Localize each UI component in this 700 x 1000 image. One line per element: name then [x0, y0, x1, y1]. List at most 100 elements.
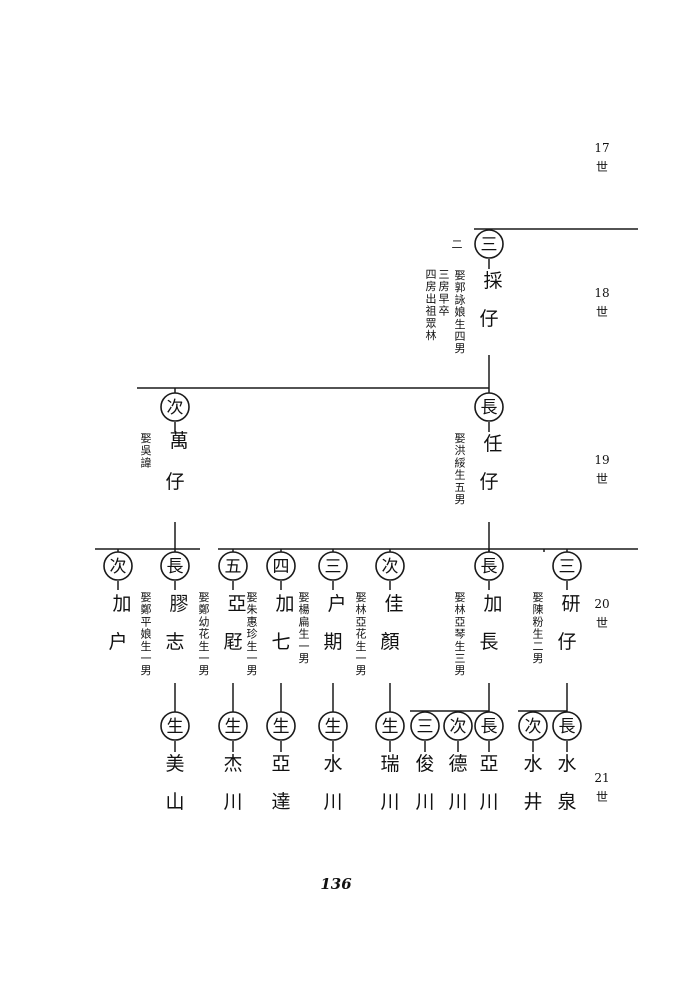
- order-circle: [474, 392, 504, 422]
- person-node: 長加長: [474, 551, 504, 653]
- person-name-char: 仔: [557, 631, 576, 653]
- order-label: 生: [225, 717, 242, 737]
- person-name-char: 屘: [223, 631, 242, 653]
- spouse-note-char: 琴: [455, 628, 466, 641]
- person-name-char: 俊: [415, 753, 434, 775]
- person-name-char: 川: [223, 791, 242, 813]
- generation-label: 17世: [594, 141, 609, 174]
- generation-suffix: 世: [596, 472, 608, 486]
- person-node: 長膠志: [160, 551, 190, 653]
- person-name-char: 仔: [479, 471, 498, 493]
- spouse-note-char: 平: [141, 615, 152, 628]
- person-name-char: 佳: [384, 593, 403, 615]
- order-label: 四: [273, 557, 290, 577]
- spouse-note-char: 綏: [455, 455, 466, 469]
- generation-suffix: 世: [596, 616, 608, 630]
- spouse-note-char: 花: [199, 628, 210, 641]
- spouse-note-char: 花: [356, 628, 367, 641]
- spouse-note-3-char: 林: [426, 328, 437, 342]
- spouse-note-char: 生: [455, 468, 466, 482]
- spouse-note-char: 娶: [247, 591, 258, 604]
- order-label: 三: [481, 235, 498, 255]
- person-name-char: 志: [165, 631, 184, 653]
- person-name-char: 加: [483, 593, 502, 615]
- person-name-char: 亞: [271, 753, 290, 775]
- order-label: 生: [167, 717, 184, 737]
- order-circle: [443, 711, 473, 741]
- spouse-note-3-char: 出: [426, 291, 437, 305]
- spouse-note-char: 生: [141, 639, 152, 653]
- spouse-note-char: 珍: [247, 628, 258, 641]
- spouse-note-char: 生: [356, 639, 367, 653]
- generation-suffix: 世: [596, 160, 608, 174]
- person-name-char: 杰: [223, 753, 242, 775]
- order-circle: [160, 392, 190, 422]
- person-name-char: 達: [271, 791, 290, 813]
- generation-number: 21: [594, 771, 609, 785]
- person-node: 次水井: [518, 711, 548, 813]
- order-circle: [318, 711, 348, 741]
- person-name-char: 山: [165, 791, 184, 813]
- spouse-note-char: 娶: [141, 591, 152, 604]
- person-name-char: 户: [327, 593, 346, 615]
- spouse-note-char: 一: [299, 640, 310, 653]
- person-name-char: 水: [323, 753, 342, 775]
- order-circle: [318, 551, 348, 581]
- generation-number: 20: [594, 597, 609, 611]
- spouse-note-char: 扁: [299, 615, 310, 628]
- spouse-note-2-char: 早: [439, 292, 450, 305]
- person-node: 三户期: [318, 551, 348, 653]
- person-name-char: 萬: [169, 430, 188, 452]
- person-name-char: 研: [561, 593, 580, 615]
- person-node: 長任仔: [474, 392, 504, 493]
- person-name-char: 瑞: [380, 753, 399, 775]
- spouse-note-char: 男: [141, 664, 152, 677]
- order-label: 次: [167, 398, 184, 418]
- spouse-note-char: 粉: [533, 615, 544, 628]
- person-name-char: 仔: [479, 308, 498, 330]
- spouse-note-char: 鄭: [141, 602, 152, 616]
- person-node: 生杰川: [218, 711, 248, 813]
- spouse-note-char: 娶: [299, 591, 310, 604]
- order-label: 三: [559, 557, 576, 577]
- spouse-note-char: 娶: [533, 591, 544, 604]
- person-name-char: 川: [380, 791, 399, 813]
- spouse-note-char: 諱: [141, 455, 152, 469]
- spouse-note-char: 娶: [455, 432, 466, 445]
- order-label: 長: [481, 398, 498, 418]
- spouse-note-char: 生: [199, 639, 210, 653]
- generation-label: 20 世: [594, 597, 609, 630]
- person-node: 三研仔: [552, 551, 582, 653]
- spouse-note-char: 娘: [455, 305, 466, 319]
- spouse-note-char: 五: [455, 481, 466, 494]
- order-circle: [103, 551, 133, 581]
- person-name-char: 水: [523, 753, 542, 775]
- person-name-char: 膠: [169, 593, 188, 615]
- order-label: 次: [382, 557, 399, 577]
- person-node: 五亞屘: [218, 551, 248, 653]
- order-circle: [474, 551, 504, 581]
- order-circle: [266, 551, 296, 581]
- order-label: 生: [273, 717, 290, 737]
- spouse-note-char: 鄭: [199, 602, 210, 616]
- person-name-char: 長: [479, 631, 498, 653]
- spouse-note-char: 生: [299, 627, 310, 641]
- person-name-char: 任: [483, 433, 502, 455]
- generation-label: 21世: [594, 771, 609, 804]
- person-node: 四加七: [266, 551, 296, 653]
- spouse-note-char: 一: [199, 652, 210, 665]
- spouse-note-char: 陳: [533, 603, 544, 616]
- spouse-note-char: 亞: [455, 615, 466, 628]
- spouse-note-char: 男: [455, 493, 466, 506]
- spouse-note-char: 男: [199, 664, 210, 677]
